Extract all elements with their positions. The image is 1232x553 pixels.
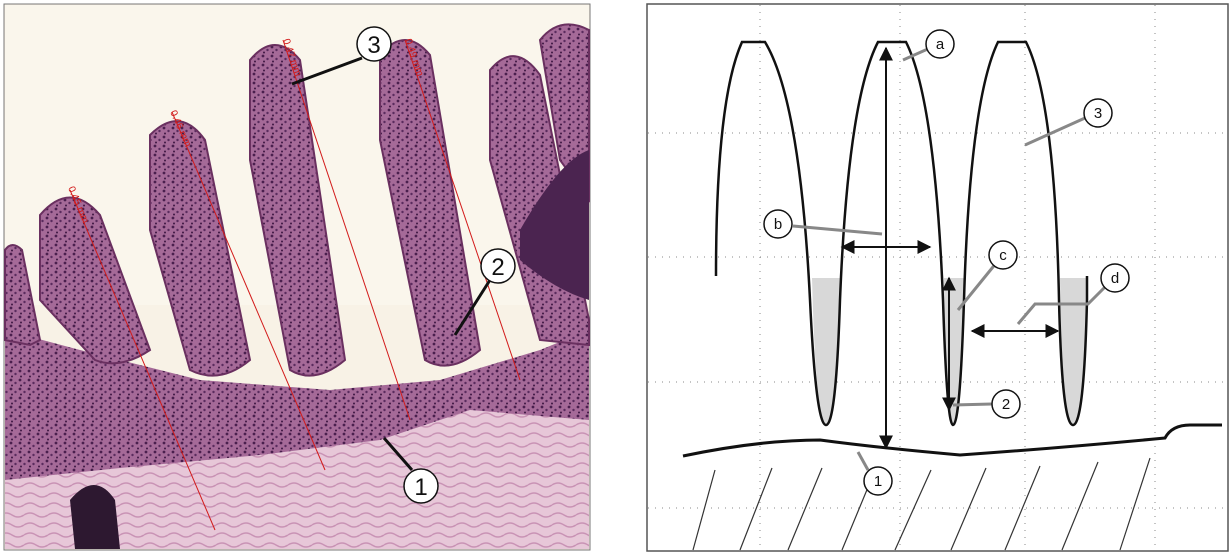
micrograph-panel: 0.45 mm 0.46 mm 0.47 mm 0.49 mm 3 2 1: [4, 4, 590, 550]
schematic-panel: a b c d 3 2 1: [647, 4, 1228, 551]
label-1-right: 1: [874, 473, 882, 490]
label-a: a: [936, 36, 945, 53]
label-3-right: 3: [1094, 105, 1102, 122]
label-d: d: [1111, 270, 1119, 287]
label-c: c: [999, 247, 1007, 264]
label-2-right: 2: [1002, 396, 1010, 413]
label-b: b: [774, 216, 782, 233]
callout-text-1-left: 1: [414, 474, 427, 501]
callout-text-3-left: 3: [367, 32, 380, 59]
schematic-border: [647, 4, 1228, 551]
callout-text-2-left: 2: [491, 254, 504, 281]
